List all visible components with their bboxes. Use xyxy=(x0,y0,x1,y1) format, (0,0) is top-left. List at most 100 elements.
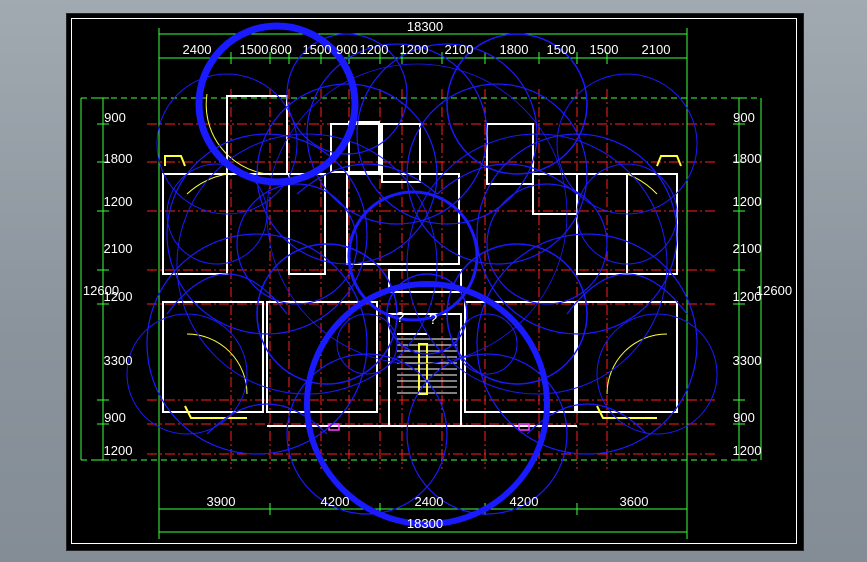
overlay-circle xyxy=(446,33,588,175)
top-dim-label: 2100 xyxy=(445,42,474,57)
left-dim-label: 1200 xyxy=(104,289,133,304)
overall-depth-right-label: 12600 xyxy=(756,283,792,298)
wall xyxy=(381,123,421,183)
dimension-lines xyxy=(80,28,762,539)
overlay-circle xyxy=(176,133,438,395)
overlay-arc xyxy=(436,163,578,195)
right-dim-label: 3300 xyxy=(733,353,762,368)
overlay-circle xyxy=(256,243,398,385)
overlay-circle xyxy=(556,73,698,215)
top-dim-label: 900 xyxy=(336,42,358,57)
top-dim-label: 600 xyxy=(270,42,292,57)
room-mark: ? xyxy=(429,311,437,328)
right-dim-label: 2100 xyxy=(733,241,762,256)
overlay-circle xyxy=(236,183,358,305)
window-mark xyxy=(518,423,530,431)
door-swing xyxy=(626,173,658,195)
left-dim-label: 1200 xyxy=(104,194,133,209)
top-dimension-labels: 2400 1500 600 1500 900 1200 1200 2100 18… xyxy=(183,42,671,57)
left-dim-label: 1800 xyxy=(104,151,133,166)
top-dim-label: 1500 xyxy=(240,42,269,57)
overlay-circle xyxy=(476,233,698,455)
overlay-arc xyxy=(296,163,438,195)
left-dim-label: 2100 xyxy=(104,241,133,256)
overlay-arc xyxy=(206,403,328,435)
top-dim-label: 2100 xyxy=(642,42,671,57)
top-dim-label: 1500 xyxy=(590,42,619,57)
bottom-dim-label: 4200 xyxy=(321,494,350,509)
overlay-circle xyxy=(446,243,588,385)
right-dim-label: 900 xyxy=(733,410,755,425)
overlay-circle xyxy=(166,133,368,335)
bottom-dim-label: 4200 xyxy=(510,494,539,509)
overlay-circle xyxy=(146,233,368,455)
cad-floor-plan[interactable]: 18300 18300 12600 12600 2400 1500 600 15… xyxy=(67,14,803,550)
left-dim-label: 3300 xyxy=(104,353,133,368)
right-dim-label: 1200 xyxy=(733,289,762,304)
stair-rail xyxy=(418,343,428,395)
top-dim-label: 2400 xyxy=(183,42,212,57)
top-dim-label: 1500 xyxy=(303,42,332,57)
overlay-circle xyxy=(286,353,448,515)
bottom-dim-label: 3900 xyxy=(207,494,236,509)
room-mark: ? xyxy=(396,309,404,326)
bottom-dim-label: 3600 xyxy=(620,494,649,509)
top-dim-label: 1800 xyxy=(500,42,529,57)
overlay-circle xyxy=(195,22,359,186)
overall-width-top-label: 18300 xyxy=(407,19,443,34)
window-bay xyxy=(656,155,682,167)
overlay-circle xyxy=(406,133,668,395)
right-dimension-labels: 900 1800 1200 2100 1200 3300 900 1200 xyxy=(733,110,762,458)
bottom-dimension-labels: 3900 4200 2400 4200 3600 xyxy=(207,494,649,509)
overlay-arc xyxy=(526,403,648,435)
overlay-circle xyxy=(406,353,568,515)
overlay-circle xyxy=(156,73,298,215)
right-dim-label: 1800 xyxy=(733,151,762,166)
overall-depth-left-label: 12600 xyxy=(83,283,119,298)
overlay-circle xyxy=(336,313,398,375)
wall xyxy=(346,173,460,265)
overlay-circle xyxy=(596,313,718,435)
left-dim-label: 1200 xyxy=(104,443,133,458)
door-swing xyxy=(186,173,228,195)
blue-overlay-circles xyxy=(126,22,718,527)
overlay-circle xyxy=(256,83,438,265)
wall xyxy=(576,301,678,413)
overlay-circle xyxy=(126,313,248,435)
window-bay xyxy=(164,155,186,167)
right-dim-label: 1200 xyxy=(733,194,762,209)
overall-width-bottom-label: 18300 xyxy=(407,516,443,531)
wall xyxy=(162,301,264,413)
overlay-circle xyxy=(576,163,678,265)
drawing-sheet[interactable]: 18300 18300 12600 12600 2400 1500 600 15… xyxy=(66,13,804,551)
wall xyxy=(266,301,378,413)
top-dim-label: 1500 xyxy=(547,42,576,57)
walls xyxy=(162,95,678,427)
right-dim-label: 1200 xyxy=(733,443,762,458)
furniture xyxy=(164,93,682,431)
right-dim-label: 900 xyxy=(733,110,755,125)
wall xyxy=(576,173,628,275)
overlay-circle xyxy=(476,133,678,335)
wall xyxy=(162,173,228,275)
door-swing xyxy=(606,333,668,395)
top-dim-label: 1200 xyxy=(360,42,389,57)
top-dim-label: 1200 xyxy=(400,42,429,57)
overlay-arc xyxy=(566,273,688,315)
wall xyxy=(464,301,576,413)
left-dim-label: 900 xyxy=(104,110,126,125)
overlay-arc xyxy=(166,273,288,315)
overlay-circle xyxy=(456,313,518,375)
overlay-circle xyxy=(286,33,408,155)
bottom-dim-label: 2400 xyxy=(415,494,444,509)
left-dim-label: 900 xyxy=(104,410,126,425)
overlay-circle xyxy=(304,281,550,527)
overlay-circle xyxy=(266,63,568,365)
wall xyxy=(486,123,534,185)
overlay-circle xyxy=(486,183,608,305)
window-bay xyxy=(596,405,657,419)
left-dimension-labels: 900 1800 1200 2100 1200 3300 900 1200 xyxy=(104,110,133,458)
door-swing xyxy=(205,93,268,175)
overlay-circle xyxy=(386,273,468,355)
wall xyxy=(532,173,578,215)
